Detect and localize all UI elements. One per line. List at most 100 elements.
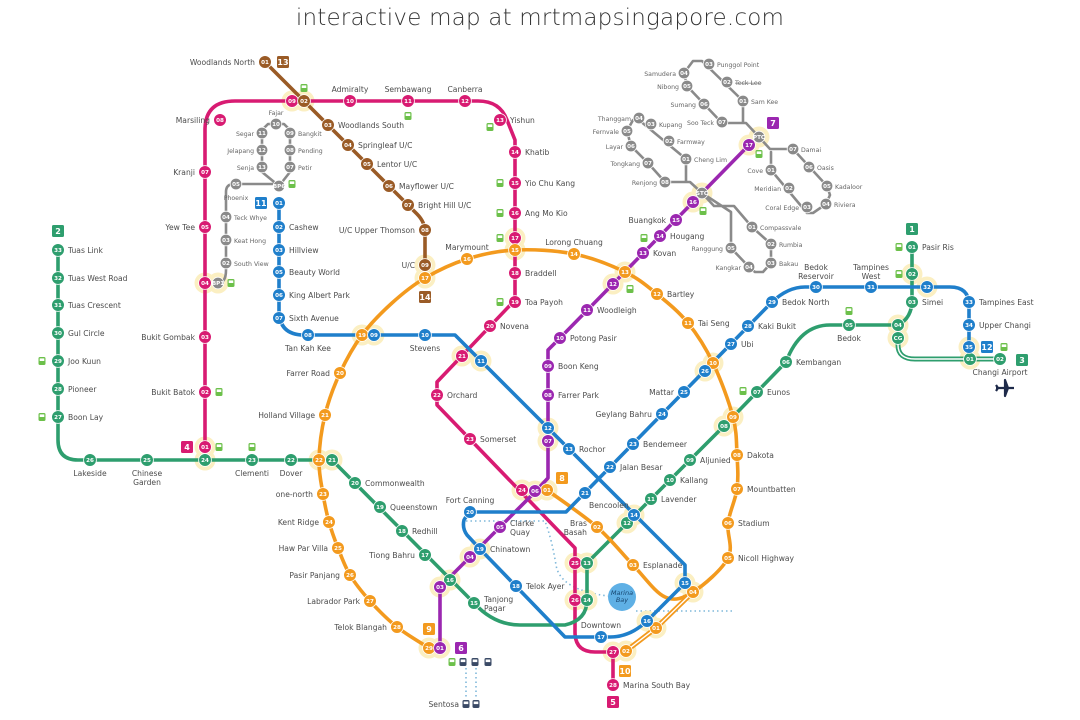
station-name[interactable]: Buangkok — [629, 216, 667, 225]
station-dt-20[interactable]: 20 — [463, 505, 477, 519]
station-ns-22[interactable]: 22 — [430, 388, 444, 402]
station-name[interactable]: Toa Payoh — [524, 298, 563, 307]
station-marker[interactable] — [322, 515, 336, 529]
station-name[interactable]: Bukit Gombak — [141, 333, 195, 342]
station-marker[interactable] — [272, 220, 286, 234]
station-marker[interactable] — [508, 243, 522, 257]
station-marker[interactable] — [820, 179, 834, 193]
station-name[interactable]: Marina South Bay — [623, 681, 691, 690]
station-sw-07[interactable]: 07 — [641, 156, 655, 170]
station-marker[interactable] — [655, 407, 669, 421]
station-name[interactable]: Aljunied — [700, 456, 731, 465]
station-name[interactable]: Fernvale — [593, 129, 620, 136]
station-name[interactable]: Queenstown — [390, 503, 438, 512]
station-name[interactable]: Admiralty — [332, 85, 369, 94]
station-cc-06[interactable]: 06 — [721, 516, 735, 530]
station-dt-18[interactable]: 18 — [509, 579, 523, 593]
station-cc-09[interactable]: 09 — [726, 410, 740, 424]
station-marker[interactable] — [467, 596, 481, 610]
station-sw-01[interactable]: 01 — [679, 152, 693, 166]
station-marker[interactable] — [463, 550, 477, 564]
station-marker[interactable] — [962, 340, 976, 354]
station-bp-BP6[interactable]: BP6 — [272, 179, 285, 193]
station-name[interactable]: Gul Circle — [68, 329, 105, 338]
station-ns-20[interactable]: 20 — [483, 319, 497, 333]
station-marker[interactable] — [905, 295, 919, 309]
station-marker[interactable] — [508, 266, 522, 280]
station-name[interactable]: Somerset — [480, 435, 516, 444]
station-marker[interactable] — [455, 349, 469, 363]
station-marker[interactable] — [764, 163, 778, 177]
station-name[interactable]: Teck Lee — [734, 80, 762, 87]
station-marker[interactable] — [219, 256, 233, 270]
station-se-05[interactable]: 05 — [724, 241, 738, 255]
station-marker[interactable] — [418, 548, 432, 562]
station-marker[interactable] — [51, 410, 65, 424]
station-pw-01[interactable]: 01 — [736, 94, 750, 108]
station-cc-12[interactable]: 12 — [650, 287, 664, 301]
station-sw-05[interactable]: 05 — [620, 124, 634, 138]
station-name[interactable]: Chinatown — [490, 545, 531, 554]
station-bp-09[interactable]: 09 — [283, 126, 297, 140]
station-marker[interactable] — [653, 229, 667, 243]
station-dt-31[interactable]: 31 — [864, 280, 878, 294]
station-name[interactable]: Sembawang — [385, 85, 432, 94]
station-ns-13[interactable]: 13 — [493, 113, 507, 127]
station-name[interactable]: Dakota — [747, 451, 774, 460]
station-ew-31[interactable]: 31 — [51, 298, 65, 312]
station-dt-16[interactable]: 16 — [640, 614, 654, 628]
station-marker[interactable] — [363, 594, 377, 608]
station-marker[interactable] — [809, 280, 823, 294]
station-name[interactable]: Farrer Road — [286, 369, 330, 378]
station-marker[interactable] — [301, 328, 315, 342]
station-name[interactable]: Sixth Avenue — [289, 314, 339, 323]
station-ne-05[interactable]: 05 — [493, 520, 507, 534]
station-ns-07[interactable]: 07 — [198, 165, 212, 179]
station-ew-06[interactable]: 06 — [779, 355, 793, 369]
station-te-08[interactable]: 08 — [418, 223, 432, 237]
station-marker[interactable] — [750, 385, 764, 399]
station-dt-22[interactable]: 22 — [603, 460, 617, 474]
station-name[interactable]: Jalan Besar — [619, 463, 663, 472]
station-bp-10[interactable]: 10 — [269, 117, 283, 131]
station-marker[interactable] — [864, 280, 878, 294]
station-marker[interactable] — [905, 267, 919, 281]
station-marker[interactable] — [219, 233, 233, 247]
station-name[interactable]: Phoenix — [224, 195, 249, 202]
station-dt-03[interactable]: 03 — [272, 243, 286, 257]
station-marker[interactable] — [752, 130, 766, 144]
station-marker[interactable] — [624, 139, 638, 153]
station-ne-04[interactable]: 04 — [463, 550, 477, 564]
station-dt-34[interactable]: 34 — [962, 318, 976, 332]
station-name[interactable]: Lorong Chuang — [545, 238, 603, 247]
station-marker[interactable] — [312, 453, 326, 467]
station-ns-03[interactable]: 03 — [198, 330, 212, 344]
station-marker[interactable] — [198, 276, 212, 290]
station-marker[interactable] — [229, 177, 243, 191]
station-pe-03[interactable]: 03 — [800, 200, 814, 214]
station-marker[interactable] — [662, 134, 676, 148]
station-ne-07[interactable]: 07 — [541, 434, 555, 448]
station-ew-11[interactable]: 11 — [644, 492, 658, 506]
station-marker[interactable] — [272, 311, 286, 325]
station-marker[interactable] — [255, 126, 269, 140]
station-name[interactable]: Keat Hong — [234, 238, 266, 245]
station-marker[interactable] — [669, 213, 683, 227]
station-name[interactable]: Bukit Batok — [151, 388, 195, 397]
station-marker[interactable] — [920, 280, 934, 294]
station-marker[interactable] — [528, 484, 542, 498]
station-marker[interactable] — [198, 220, 212, 234]
line-badge-3[interactable]: 3 — [1016, 354, 1028, 366]
station-marker[interactable] — [343, 94, 357, 108]
station-name[interactable]: Yishun — [509, 116, 535, 125]
station-dt-28[interactable]: 28 — [741, 319, 755, 333]
station-marker[interactable] — [603, 460, 617, 474]
station-marker[interactable] — [51, 271, 65, 285]
station-dt-29[interactable]: 29 — [765, 295, 779, 309]
station-pe-PTC[interactable]: PTC — [752, 130, 766, 144]
station-marker[interactable] — [390, 620, 404, 634]
station-te-03[interactable]: 03 — [321, 118, 335, 132]
station-marker[interactable] — [649, 621, 663, 635]
